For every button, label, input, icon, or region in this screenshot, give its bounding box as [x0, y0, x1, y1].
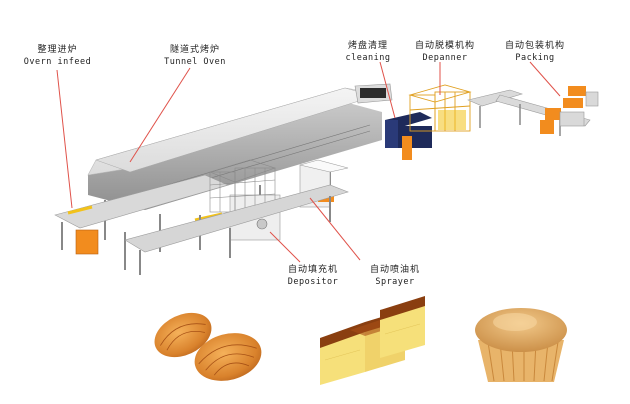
- label-zh: 自动包装机构: [504, 41, 565, 51]
- label-en: Depanner: [422, 53, 468, 63]
- label-zh: 自动脱模机构: [414, 41, 475, 51]
- cleaning-control-box: [402, 136, 412, 160]
- label-packing: 自动包装机构 Packing: [495, 40, 575, 64]
- label-cleaning: 烤盘清理 cleaning: [338, 40, 398, 64]
- oven-side-face: [88, 102, 382, 210]
- oven-exhaust-vent: [360, 88, 386, 98]
- label-tunnel-oven: 隧道式烤炉 Tunnel Oven: [150, 44, 240, 68]
- callout-lines: [56, 61, 561, 263]
- cleaning-module: [385, 112, 432, 160]
- label-en: Tunnel Oven: [164, 57, 226, 67]
- label-en: Depositor: [287, 277, 339, 287]
- label-zh: 整理进炉: [37, 45, 78, 55]
- depositor-cage: [209, 159, 276, 213]
- label-zh: 自动喷油机: [369, 265, 420, 275]
- label-zh: 烤盘清理: [347, 41, 388, 51]
- label-zh: 隧道式烤炉: [169, 45, 220, 55]
- infeed-conveyor: [54, 174, 229, 270]
- label-en: Overn infeed: [23, 57, 92, 67]
- label-depositor: 自动填充机 Depositor: [278, 264, 348, 288]
- label-zh: 自动填充机: [287, 265, 338, 275]
- label-sprayer: 自动喷油机 Sprayer: [360, 264, 430, 288]
- sponge-cake-icon: [320, 296, 425, 385]
- return-conveyor: [124, 184, 349, 275]
- cupcake-icon: [475, 308, 567, 382]
- label-en: Packing: [515, 53, 555, 63]
- tunnel-oven: [87, 83, 393, 252]
- infeed-control-box: [75, 229, 99, 255]
- packing-machines: [540, 86, 599, 134]
- depanner-machine: [408, 84, 472, 132]
- label-oven-infeed: 整理进炉 Overn infeed: [10, 44, 105, 68]
- label-depanner: 自动脱模机构 Depanner: [405, 40, 485, 64]
- label-en: Sprayer: [375, 277, 415, 287]
- madeleine-cake-icon: [154, 312, 262, 381]
- label-en: cleaning: [345, 53, 391, 63]
